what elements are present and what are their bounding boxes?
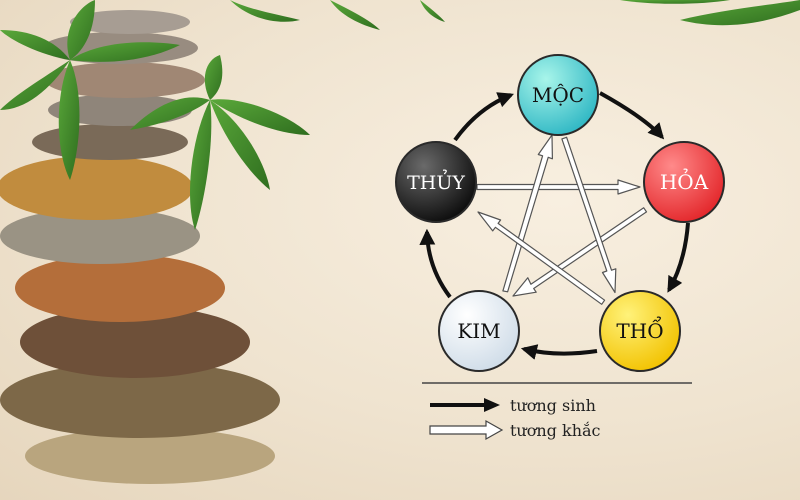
element-node-hoa: HỎA: [643, 141, 725, 223]
element-label-thuy: THỦY: [407, 169, 465, 194]
legend-overcoming-swatch: [429, 419, 504, 441]
arrow-tho-to-thuy: [477, 211, 606, 305]
overcoming-star-arrows: [476, 134, 648, 305]
leaf-image: [0, 0, 800, 230]
element-node-tho: THỔ: [599, 290, 681, 372]
element-node-kim: KIM: [438, 290, 520, 372]
element-label-kim: KIM: [457, 319, 500, 343]
legend-generating-swatch: [430, 398, 500, 412]
arrow-tho-to-kim: [520, 344, 598, 360]
arrow-moc-to-tho: [561, 136, 617, 294]
arrow-thuy-to-moc: [453, 92, 514, 142]
arrow-kim-to-thuy: [419, 228, 452, 299]
legend-generating-label: tương sinh: [510, 396, 596, 415]
legend: tương sinh tương khắc: [422, 382, 692, 441]
element-label-tho: THỔ: [616, 315, 663, 343]
arrow-moc-to-hoa: [599, 91, 665, 140]
element-label-hoa: HỎA: [660, 167, 709, 194]
generating-cycle-arrows: [419, 91, 690, 360]
arrow-hoa-to-kim: [512, 207, 648, 297]
element-label-moc: MỘC: [532, 83, 584, 107]
legend-overcoming-label: tương khắc: [510, 421, 601, 440]
arrow-kim-to-moc: [502, 134, 554, 293]
element-node-moc: MỘC: [517, 54, 599, 136]
arrow-thuy-to-hoa: [476, 179, 641, 195]
arrow-hoa-to-tho: [667, 222, 690, 293]
element-node-thuy: THỦY: [395, 141, 477, 223]
